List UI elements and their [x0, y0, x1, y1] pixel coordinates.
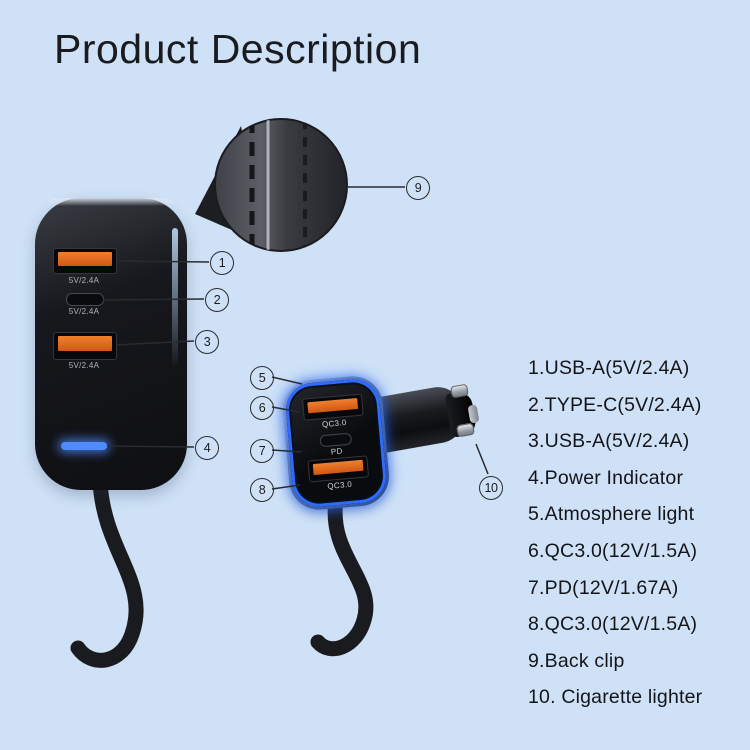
hub-port-3-label: 5V/2.4A — [68, 361, 100, 370]
power-indicator-led — [61, 442, 107, 450]
callout-line-4 — [107, 445, 195, 448]
hub-usb-a-port-2 — [53, 332, 117, 360]
legend-item-1: 1.USB-A(5V/2.4A) — [528, 357, 690, 379]
hub-port-1-label: 5V/2.4A — [68, 276, 100, 285]
legend-item-3: 3.USB-A(5V/2.4A) — [528, 430, 690, 453]
usb-tongue — [58, 252, 112, 266]
legend-item-2: 2.TYPE-C(5V/2.4A) — [528, 393, 702, 416]
callout-line-10 — [475, 443, 489, 475]
callout-badge-1: 1 — [210, 251, 234, 275]
legend-item-5: 5.Atmosphere light — [528, 503, 695, 526]
legend-item-6: 6.QC3.0(12V/1.5A) — [528, 539, 698, 562]
back-clip-detail — [249, 119, 307, 251]
callout-line-6 — [271, 406, 301, 413]
legend-list: 1.USB-A(5V/2.4A) 2.TYPE-C(5V/2.4A) 3.USB… — [528, 350, 702, 716]
charger-cable — [310, 492, 374, 657]
legend-item-7: 7.PD(12V/1.67A) — [528, 576, 679, 599]
callout-badge-5: 5 — [250, 366, 274, 390]
hub-reflection — [172, 228, 178, 368]
callout-badge-3: 3 — [195, 330, 219, 354]
legend-item-8: 8.QC3.0(12V/1.5A) — [528, 613, 698, 636]
callout-badge-7: 7 — [250, 439, 274, 463]
usb-tongue — [58, 336, 112, 352]
page-title: Product Description — [54, 26, 422, 72]
hub-usb-a-port-1 — [53, 248, 117, 274]
callout-line-5 — [271, 376, 303, 385]
hub-cable — [70, 474, 144, 668]
callout-badge-9: 9 — [406, 176, 430, 200]
callout-lines — [102, 186, 489, 490]
callout-badge-4: 4 — [195, 436, 219, 460]
back-clip-magnifier — [214, 118, 348, 252]
callout-line-1 — [115, 260, 210, 263]
callout-badge-6: 6 — [250, 396, 274, 420]
callout-line-3 — [115, 340, 195, 346]
callout-line-2 — [102, 298, 205, 301]
hub-port-2-label: 5V/2.4A — [68, 307, 100, 316]
legend-item-9: 9.Back clip — [528, 649, 625, 672]
rear-charging-hub: 5V/2.4A 5V/2.4A 5V/2.4A — [35, 198, 187, 490]
callout-line-8 — [271, 484, 301, 490]
legend-item-4: 4.Power Indicator — [528, 466, 684, 489]
callout-badge-8: 8 — [250, 478, 274, 502]
callout-badge-2: 2 — [205, 288, 229, 312]
legend-item-10: 10. Cigarette lighter — [528, 686, 703, 709]
callout-badge-10: 10 — [479, 476, 503, 500]
callout-line-7 — [271, 449, 303, 453]
